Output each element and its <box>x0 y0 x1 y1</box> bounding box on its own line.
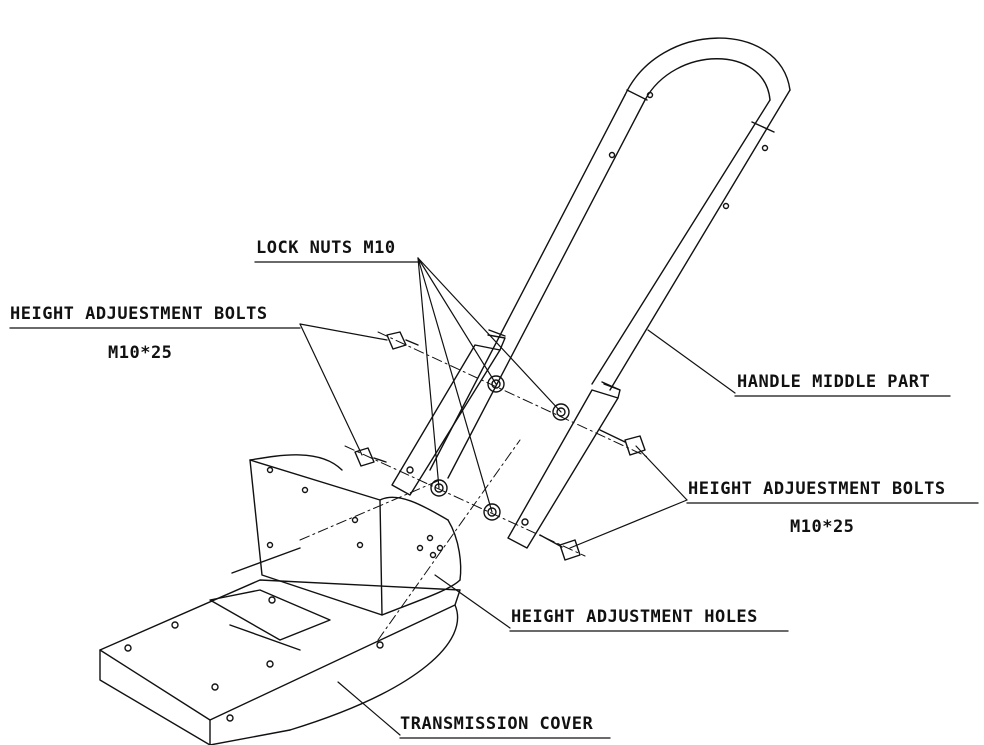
label-underlines <box>9 261 979 739</box>
leader-lines <box>299 257 736 736</box>
assembly-axes <box>299 331 651 641</box>
fasteners <box>354 331 646 561</box>
label-bolts-right: HEIGHT ADJUESTMENT BOLTS <box>688 479 946 499</box>
label-transmission-cover: TRANSMISSION COVER <box>400 714 594 734</box>
handle-middle-part <box>429 37 791 479</box>
label-lock-nuts: LOCK NUTS M10 <box>256 238 396 258</box>
label-bolts-left-size: M10*25 <box>108 343 173 363</box>
label-bolts-right-size: M10*25 <box>790 517 855 537</box>
label-handle-middle-part: HANDLE MIDDLE PART <box>737 372 931 392</box>
transmission-cover <box>99 547 461 745</box>
label-height-adjustment-holes: HEIGHT ADJUSTMENT HOLES <box>511 607 758 627</box>
handle-lower-brackets <box>391 334 621 549</box>
mounting-bracket <box>249 454 462 616</box>
label-bolts-left: HEIGHT ADJUESTMENT BOLTS <box>10 304 268 324</box>
